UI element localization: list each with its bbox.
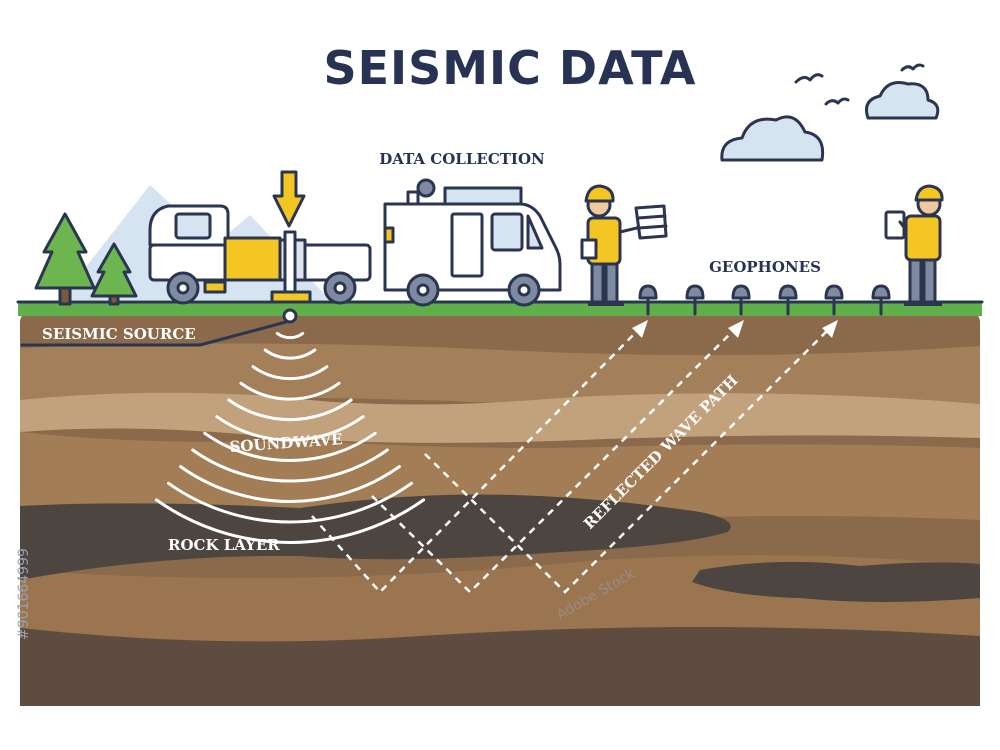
- geophone: [685, 284, 705, 316]
- data-collection-van: [383, 178, 562, 307]
- label-rock-layer: ROCK LAYER: [168, 536, 280, 554]
- worker-with-map: [580, 184, 668, 306]
- diagram-title: SEISMIC DATA: [323, 41, 696, 95]
- geophone: [731, 284, 751, 316]
- watermark-id: #901664999: [16, 548, 32, 640]
- arrowhead-icon: [632, 320, 838, 338]
- worker-with-tablet: [884, 184, 944, 306]
- geophone: [638, 284, 658, 316]
- label-seismic-source: SEISMIC SOURCE: [42, 325, 196, 343]
- soundwave-arcs: [154, 331, 426, 544]
- arrow-down-icon: [272, 170, 306, 228]
- cloud-icon: [865, 81, 940, 120]
- bird-icon: [794, 73, 824, 84]
- geophone: [824, 284, 844, 316]
- label-data-collection: DATA COLLECTION: [379, 150, 545, 168]
- cloud-icon: [720, 115, 825, 162]
- bird-icon: [824, 97, 850, 106]
- tree-icon: [34, 212, 96, 306]
- seismic-source-truck: [148, 204, 372, 305]
- ground-cross-section: [16, 300, 984, 706]
- label-geophones: GEOPHONES: [709, 258, 821, 276]
- tree-icon: [90, 242, 138, 306]
- reflected-wave-paths: [311, 323, 835, 594]
- geophone: [778, 284, 798, 316]
- geophone: [871, 284, 891, 316]
- seismic-source-point: [20, 308, 298, 347]
- bird-icon: [900, 63, 925, 72]
